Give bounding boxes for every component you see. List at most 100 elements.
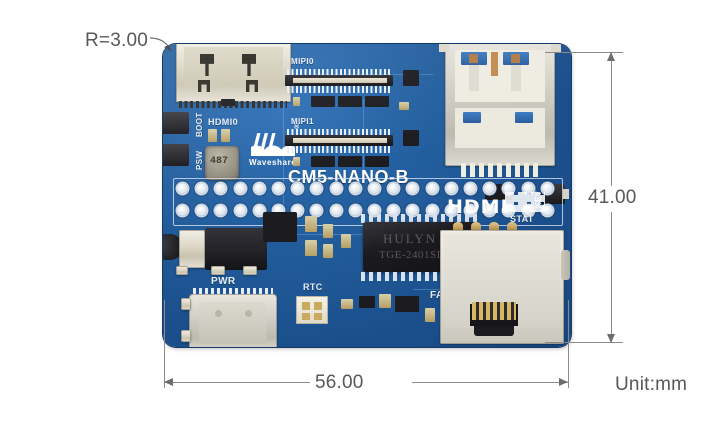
rj45-pin [489, 222, 499, 230]
silk-label-mipi0: MIPI0 [291, 57, 314, 66]
usbc-mount-tab [181, 298, 191, 310]
smd-component [359, 296, 375, 308]
rj45-ethernet-jack [440, 230, 564, 344]
gpio-pin-hole [215, 205, 227, 216]
height-dimension-line-upper [611, 52, 612, 186]
gpio-pin-hole [234, 205, 246, 216]
gpio-pin-hole [349, 205, 361, 216]
solder-pad [176, 266, 188, 275]
smd-component [341, 234, 351, 248]
usbc-solder-pins [193, 288, 273, 296]
waveshare-wordmark: Waveshare [249, 158, 297, 167]
main-ic-top-pins [361, 214, 481, 223]
rtc-battery-connector [296, 296, 328, 324]
usb3-dual-connector [439, 44, 561, 166]
width-dimension-label: 56.00 [315, 372, 364, 393]
main-ic-marking-line1: HULYN [383, 231, 438, 246]
smd-component [365, 96, 389, 107]
gpio-pin-hole [426, 205, 438, 216]
silk-label-mipi1: MIPI1 [291, 117, 314, 126]
smd-ic [395, 296, 419, 312]
width-extension-line-right [568, 300, 569, 388]
silk-label-hdmi0: HDMI0 [208, 117, 239, 127]
gpio-pin-hole [177, 183, 188, 194]
width-arrow-right [559, 378, 568, 386]
gpio-pin-hole [503, 183, 515, 194]
main-ic-marking-line3: TGE-2401SIR [379, 249, 449, 261]
hdmi-connector [176, 44, 291, 102]
boot-switch [163, 112, 189, 134]
gpio-pin-hole [273, 205, 284, 216]
unit-label: Unit:mm [615, 374, 688, 395]
smd-component [293, 97, 300, 106]
key-button-actuator[interactable] [563, 189, 569, 199]
smd-component [293, 157, 300, 166]
gpio-pin-hole [330, 183, 342, 194]
usbc-mount-tab [181, 330, 191, 342]
gpio-pin-hole [407, 205, 419, 216]
silk-label-psw: PSW [195, 150, 204, 170]
silk-label-boot: BOOT [195, 112, 204, 137]
gpio-pin-hole [234, 183, 246, 194]
gpio-pin-hole [407, 183, 419, 194]
av-jack-body [179, 230, 205, 268]
smd-component [341, 299, 353, 309]
psw-switch [163, 144, 189, 166]
pcb-board: BOOT PSW HDMI0 487 ᗯ ® Waveshare MIPI0 M… [163, 44, 571, 347]
gpio-pin-hole [388, 183, 400, 194]
gpio-pin-hole [369, 183, 380, 194]
main-ic-bottom-pins [361, 272, 481, 281]
inductor-marking: 487 [210, 156, 229, 167]
mipi1-top-pins [287, 129, 391, 135]
silk-label-pwr: PWR [211, 276, 236, 287]
mipi0-connector [285, 75, 393, 86]
height-extension-line-bottom [545, 342, 623, 343]
gpio-pin-hole [349, 183, 361, 194]
mipi0-top-pins [287, 69, 391, 75]
gpio-pin-hole [253, 183, 265, 194]
gpio-pin-hole [465, 183, 476, 194]
rj45-pin [471, 222, 481, 230]
width-extension-line-left [164, 300, 165, 388]
gpio-pin-hole [484, 205, 496, 216]
silk-label-stat: STAT [510, 214, 534, 224]
smd-component [221, 129, 230, 142]
smd-component [323, 244, 333, 258]
gpio-pin-hole [196, 205, 208, 216]
board-name-silkscreen: CM5-NANO-B [288, 167, 409, 187]
smd-component [323, 224, 333, 238]
smd-component [305, 216, 317, 232]
smd-component [338, 156, 362, 167]
hdmi-center-tab [221, 99, 235, 106]
gpio-pin-hole [292, 205, 304, 216]
gpio-pin-hole [273, 183, 284, 194]
corner-radius-label: R=3.00 [85, 30, 148, 51]
gpio-pin-hole [330, 205, 342, 216]
smd-ic [263, 212, 297, 242]
gpio-pin-hole [311, 205, 323, 216]
av-jack [163, 234, 183, 260]
gpio-pin-hole [215, 183, 227, 194]
gpio-pin-hole [311, 183, 323, 194]
gpio-pin-hole [253, 205, 265, 216]
gpio-pin-hole [196, 183, 208, 194]
smd-component [399, 102, 409, 110]
smd-component [305, 240, 317, 256]
width-dimension-line-right [412, 382, 568, 383]
hdmi-logo-silkscreen: HDMI [447, 196, 509, 218]
smd-component [311, 156, 335, 167]
silk-label-rtc: RTC [303, 282, 323, 292]
gpio-pin-hole [541, 205, 553, 216]
solder-pad [243, 266, 257, 275]
height-dimension-line-lower [611, 212, 612, 342]
width-arrow-left [164, 378, 173, 386]
smd-component [311, 96, 335, 107]
gpio-pin-hole [426, 183, 438, 194]
height-dimension-label: 41.00 [588, 187, 637, 208]
gpio-pin-hole [522, 183, 534, 194]
rj45-pin [507, 222, 517, 230]
height-arrow-bottom [607, 334, 615, 343]
mipi1-connector [285, 135, 393, 146]
solder-pad [211, 266, 225, 275]
